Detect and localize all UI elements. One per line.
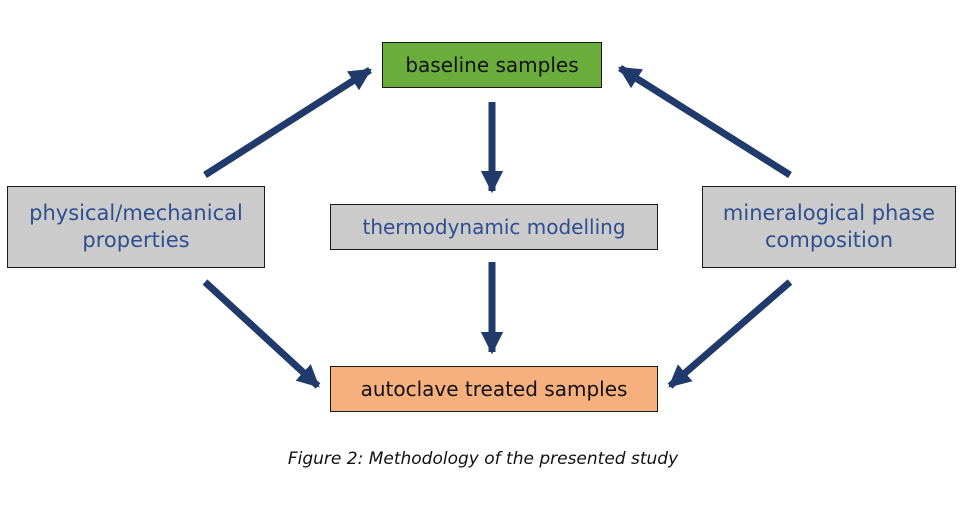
node-physical-mechanical-properties: physical/mechanical properties	[7, 186, 265, 268]
node-thermodynamic-modelling: thermodynamic modelling	[330, 204, 658, 250]
node-physical-label: physical/mechanical properties	[29, 200, 243, 252]
node-mineral-label: mineralogical phase composition	[722, 200, 936, 252]
arrow-mineral-to-autoclave	[667, 279, 793, 389]
node-autoclave-label: autoclave treated samples	[360, 377, 628, 401]
figure-caption: Figure 2: Methodology of the presented s…	[287, 449, 679, 469]
node-mineralogical-phase-composition: mineralogical phase composition	[702, 186, 956, 268]
arrow-physical-to-autoclave	[202, 279, 321, 389]
arrow-physical-to-baseline	[203, 67, 372, 178]
node-baseline-label: baseline samples	[405, 53, 579, 77]
node-thermo-label: thermodynamic modelling	[362, 215, 626, 239]
arrow-mineral-to-baseline	[618, 65, 792, 178]
node-autoclave-treated-samples: autoclave treated samples	[330, 366, 658, 412]
node-baseline-samples: baseline samples	[382, 42, 602, 88]
